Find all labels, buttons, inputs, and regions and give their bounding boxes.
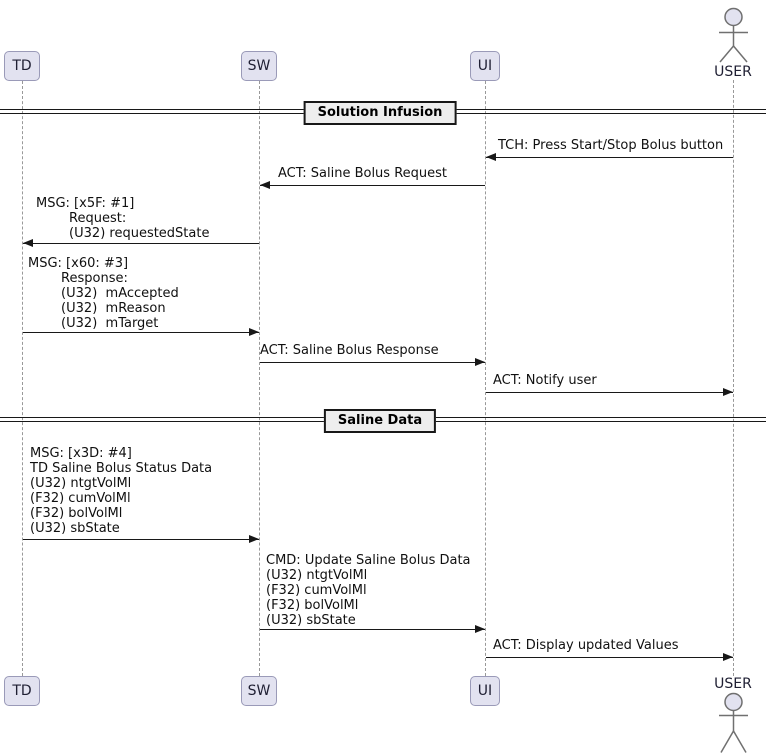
message-5-arrow — [486, 392, 733, 393]
participant-sw-bottom: SW — [241, 676, 277, 706]
message-6-label: MSG: [x3D: #4] TD Saline Bolus Status Da… — [30, 446, 213, 536]
message-4-arrow — [260, 362, 485, 363]
message-1-arrow — [260, 185, 485, 186]
actor-user-label-bottom: USER — [714, 676, 752, 692]
message-8-arrow — [486, 657, 733, 658]
participant-ui-label: UI — [477, 683, 493, 699]
participant-sw-label: SW — [247, 683, 271, 699]
user-actor-icon-top — [719, 7, 748, 63]
lifeline-user — [733, 80, 734, 676]
message-4-arrowhead — [475, 358, 485, 366]
participant-ui-label: UI — [477, 58, 493, 74]
message-8-label: ACT: Display updated Values — [493, 638, 679, 653]
message-3-arrowhead — [249, 328, 259, 336]
message-1-label: ACT: Saline Bolus Request — [278, 166, 448, 181]
participant-sw-label: SW — [247, 58, 271, 74]
message-3-label: MSG: [x60: #3] Response: (U32) mAccepted… — [28, 256, 179, 331]
lifeline-sw — [259, 81, 260, 676]
message-5-label: ACT: Notify user — [493, 373, 597, 388]
message-0-label: TCH: Press Start/Stop Bolus button — [498, 138, 724, 153]
participant-td-label: TD — [12, 58, 32, 74]
message-0-arrowhead — [486, 153, 496, 161]
participant-ui-bottom: UI — [470, 676, 500, 706]
message-2-arrowhead — [23, 239, 33, 247]
message-7-arrowhead — [475, 625, 485, 633]
lifeline-ui — [485, 81, 486, 676]
message-4-label: ACT: Saline Bolus Response — [260, 343, 439, 358]
message-6-arrow — [23, 539, 259, 540]
divider-saline-data: Saline Data — [323, 409, 437, 433]
participant-td-bottom: TD — [4, 676, 40, 706]
participant-ui-top: UI — [470, 51, 500, 81]
message-0-arrow — [486, 157, 733, 158]
lifeline-td — [22, 81, 23, 676]
message-3-arrow — [23, 332, 259, 333]
message-7-label: CMD: Update Saline Bolus Data (U32) ntgt… — [266, 553, 471, 628]
actor-user-label-top: USER — [714, 64, 752, 80]
participant-sw-top: SW — [241, 51, 277, 81]
message-2-label: MSG: [x5F: #1] Request: (U32) requestedS… — [36, 196, 210, 241]
participant-td-label: TD — [12, 683, 32, 699]
message-8-arrowhead — [723, 653, 733, 661]
message-7-arrow — [260, 629, 485, 630]
message-1-arrowhead — [260, 181, 270, 189]
message-6-arrowhead — [249, 535, 259, 543]
user-actor-icon-bottom — [719, 692, 748, 753]
participant-td-top: TD — [4, 51, 40, 81]
message-5-arrowhead — [723, 388, 733, 396]
divider-solution-infusion: Solution Infusion — [303, 101, 457, 125]
message-2-arrow — [23, 243, 259, 244]
